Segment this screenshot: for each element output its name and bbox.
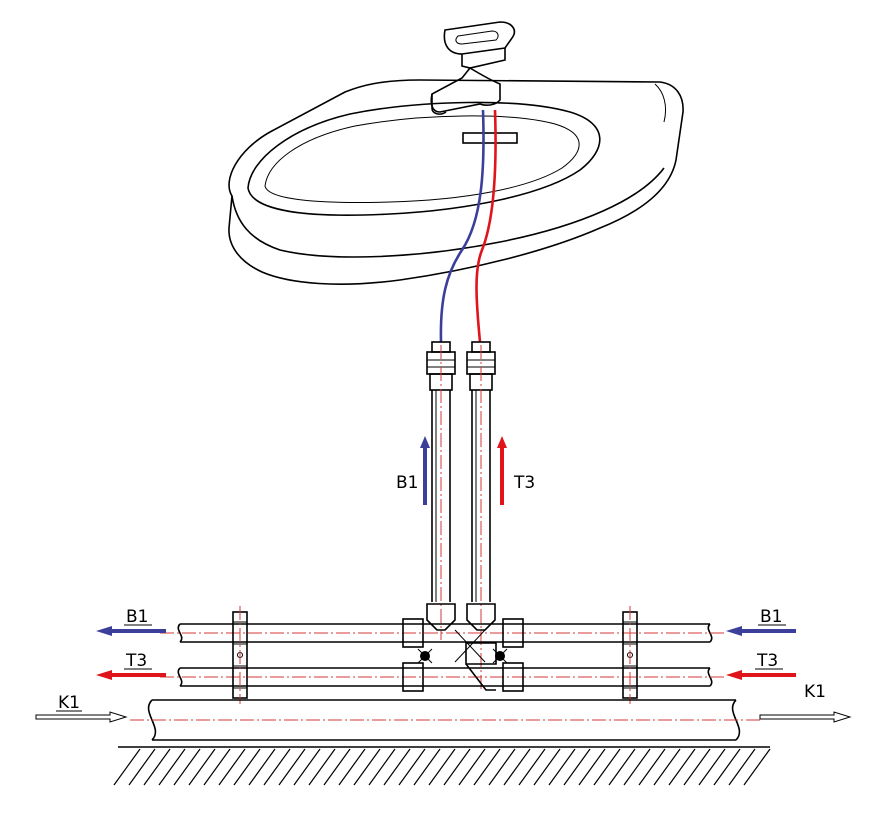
floor-hatch-line [593, 748, 621, 786]
label-cold-riser: B1 [396, 473, 418, 493]
cold-riser-tee [426, 603, 456, 631]
sewer-out-arrow [759, 711, 852, 723]
sewer-in-arrow [35, 711, 128, 723]
floor-hatch-line [503, 748, 531, 786]
floor-hatch-line [158, 748, 186, 786]
cold-riser-up-arrow [420, 436, 430, 505]
floor-hatch-line [683, 748, 711, 786]
hot-riser-pipe [471, 345, 491, 690]
valve-left [417, 648, 433, 664]
hot-couplings [402, 662, 524, 692]
washbasin [228, 79, 684, 285]
floor-hatch-line [623, 748, 651, 786]
faucet [430, 21, 516, 115]
floor-hatch-line [278, 748, 306, 786]
floor-hatch-line [458, 748, 486, 786]
clamp-left [232, 606, 248, 704]
floor-hatch-line [563, 748, 591, 786]
label-sewer-out: K1 [804, 682, 826, 702]
sewer-pipe [130, 699, 760, 741]
floor-hatch-line [668, 748, 696, 786]
floor-hatch-line [248, 748, 276, 786]
hot-main-pipe [160, 667, 725, 687]
floor-hatch-line [443, 748, 471, 786]
right-cold-arrow [726, 626, 796, 636]
label-left-cold: B1 [126, 607, 148, 627]
cold-main-pipe [160, 623, 725, 643]
floor-hatch-line [353, 748, 381, 786]
floor-hatch-line [473, 748, 501, 786]
floor-hatch-line [308, 748, 336, 786]
label-left-hot: T3 [125, 651, 147, 671]
cold-flex-hose [439, 109, 485, 343]
floor-hatch-line [428, 748, 456, 786]
floor-hatch-line [188, 748, 216, 786]
cold-riser-pipe [431, 345, 451, 640]
cold-couplings [402, 618, 524, 648]
floor-hatch-line [218, 748, 246, 786]
floor-hatch-line [128, 748, 156, 786]
floor-hatch-line [533, 748, 561, 786]
floor-hatch-line [173, 748, 201, 786]
floor-hatch-line [368, 748, 396, 786]
floor-hatch-line [143, 748, 171, 786]
label-hot-riser: T3 [513, 473, 535, 493]
label-sewer-in: K1 [58, 693, 80, 713]
floor-hatch-line [323, 748, 351, 786]
floor-hatch-line [518, 748, 546, 786]
left-cold-arrow [96, 626, 166, 636]
floor-hatch-line [728, 748, 756, 786]
floor-hatch-line [638, 748, 666, 786]
floor-hatch-line [338, 748, 366, 786]
floor-hatch-line [233, 748, 261, 786]
floor-hatch-line [293, 748, 321, 786]
floor-hatch-line [203, 748, 231, 786]
floor [113, 746, 771, 786]
floor-hatch-line [413, 748, 441, 786]
hot-branch-crossover [465, 642, 497, 691]
label-right-cold: B1 [760, 607, 782, 627]
floor-hatch-line [578, 748, 606, 786]
clamp-right [622, 606, 638, 704]
floor-hatch-line [548, 748, 576, 786]
floor-hatch-line [608, 748, 636, 786]
floor-hatch-line [383, 748, 411, 786]
label-right-hot: T3 [756, 651, 778, 671]
floor-hatch-line [398, 748, 426, 786]
left-hot-arrow [96, 670, 166, 680]
floor-hatch-line [488, 748, 516, 786]
floor-hatch-line [743, 748, 771, 786]
floor-hatch-line [653, 748, 681, 786]
cross-line-2 [454, 629, 486, 663]
hot-flex-hose [475, 109, 497, 343]
floor-hatch-line [113, 748, 141, 786]
floor-hatch-line [263, 748, 291, 786]
valve-right [492, 648, 508, 664]
right-hot-arrow [726, 670, 796, 680]
hot-riser-up-arrow [497, 436, 507, 505]
floor-hatch-line [713, 748, 741, 786]
floor-hatch-line [698, 748, 726, 786]
